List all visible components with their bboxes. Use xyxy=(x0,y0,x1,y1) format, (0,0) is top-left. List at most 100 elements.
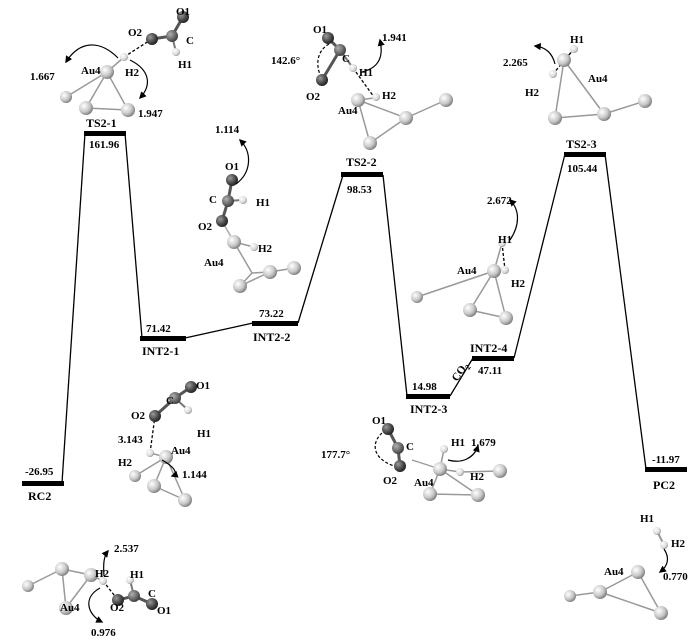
structure-TS2-2: O1 C H1 O2 H2 Au4 142.6° 1.941 xyxy=(271,24,453,150)
distance-label: 3.143 xyxy=(118,434,143,446)
atom-label: Au4 xyxy=(604,566,624,578)
atom-label: Au4 xyxy=(81,65,101,77)
energy-PC2: -11.97 xyxy=(652,454,680,466)
level-bar-TS2-1 xyxy=(84,131,126,136)
arrow-annotation xyxy=(161,459,179,478)
atom-label: O1 xyxy=(176,6,190,18)
arrow-annotation xyxy=(658,548,669,573)
atom-label: H1 xyxy=(498,234,512,246)
angle-label: 142.6° xyxy=(271,55,300,67)
atom-label: O2 xyxy=(306,91,321,103)
arrow-annotation xyxy=(533,42,556,65)
name-PC2: PC2 xyxy=(653,478,675,492)
arrow-annotation xyxy=(129,59,148,100)
atom-label: O1 xyxy=(157,605,171,617)
energy-levels xyxy=(22,131,687,486)
angle-label: 177.7° xyxy=(321,449,350,461)
energy-INT2-4: 47.11 xyxy=(478,365,502,377)
name-TS2-2: TS2-2 xyxy=(346,155,377,169)
atom-label: H2 xyxy=(125,67,140,79)
distance-label: 1.941 xyxy=(382,32,407,44)
atom-label: H2 xyxy=(118,457,133,469)
name-INT2-4: INT2-4 xyxy=(470,341,507,355)
distance-label: 1.114 xyxy=(215,124,240,136)
profile-connectors xyxy=(61,132,647,484)
distance-label: 2.672 xyxy=(487,195,512,207)
energy-TS2-1: 161.96 xyxy=(89,139,120,151)
name-INT2-2: INT2-2 xyxy=(253,330,290,344)
arrow-annotation xyxy=(235,138,250,185)
energy-INT2-3: 14.98 xyxy=(412,381,437,393)
atom-label: Au4 xyxy=(204,257,224,269)
atom-label: Au4 xyxy=(457,265,477,277)
atom-label: H1 xyxy=(640,513,654,525)
atom-label: O1 xyxy=(225,161,239,173)
structure-RC2: H2 H1 C Au4 O2 O1 2.537 0.976 xyxy=(22,543,171,639)
arrow-annotation xyxy=(65,44,119,64)
distance-label: 1.679 xyxy=(471,437,496,449)
distance-label: 0.770 xyxy=(663,571,688,583)
atom-label: O2 xyxy=(110,602,125,614)
energy-RC2: -26.95 xyxy=(25,466,54,478)
energy-INT2-2: 73.22 xyxy=(259,308,284,320)
atom-label: H1 xyxy=(197,428,211,440)
level-bar-INT2-3 xyxy=(406,394,450,399)
atom-label: Au4 xyxy=(338,105,358,117)
distance-label: 1.947 xyxy=(138,108,163,120)
level-bar-TS2-2 xyxy=(341,172,383,177)
atom-label: C xyxy=(342,53,350,65)
atom-label: Au4 xyxy=(171,445,191,457)
structure-INT2-1: O1 C H1 O2 H2 Au4 1.114 xyxy=(198,124,301,293)
name-TS2-3: TS2-3 xyxy=(566,137,597,151)
level-bar-TS2-3 xyxy=(564,152,606,157)
energy-TS2-3: 105.44 xyxy=(567,163,598,175)
level-bar-INT2-1 xyxy=(140,336,186,341)
structure-INT2-3-lower: O1 C O2 Au4 H1 H2 177.7° 1.679 xyxy=(321,415,507,502)
level-labels: -26.95 RC2 TS2-1 161.96 71.42 INT2-1 73.… xyxy=(25,116,680,503)
structure-INT2-4: Au4 H1 H2 2.672 xyxy=(411,195,526,325)
atom-label: Au4 xyxy=(60,602,80,614)
atom-label: H2 xyxy=(95,568,110,580)
atom-label: C xyxy=(406,441,414,453)
level-bar-INT2-2 xyxy=(252,321,298,326)
distance-label: 2.265 xyxy=(503,57,528,69)
energy-INT2-1: 71.42 xyxy=(146,323,171,335)
atom-label: C xyxy=(166,395,174,407)
atom-label: H1 xyxy=(256,197,270,209)
name-INT2-3: INT2-3 xyxy=(410,402,447,416)
arrow-annotation xyxy=(88,587,104,623)
atom-label: O1 xyxy=(313,24,327,36)
atom-label: H1 xyxy=(570,34,584,46)
energy-TS2-2: 98.53 xyxy=(347,184,372,196)
atom-label: O2 xyxy=(128,27,143,39)
atom-label: O2 xyxy=(198,221,213,233)
distance-label: 2.537 xyxy=(114,543,139,555)
level-bar-PC2 xyxy=(645,467,687,472)
atom-label: H2 xyxy=(470,471,485,483)
atom-label: O1 xyxy=(196,380,210,392)
atom-label: H1 xyxy=(359,67,373,79)
arrow-annotation xyxy=(447,444,480,462)
name-RC2: RC2 xyxy=(28,489,51,503)
atom-label: O2 xyxy=(383,475,398,487)
atom-label: Au4 xyxy=(414,477,434,489)
atom-label: O2 xyxy=(131,410,146,422)
atom-label: C xyxy=(148,588,156,600)
atom-label: H2 xyxy=(382,90,397,102)
atom-label: Au4 xyxy=(588,73,608,85)
atom-label: H2 xyxy=(258,243,273,255)
structure-PC2: H1 H2 Au4 0.770 xyxy=(564,513,688,620)
arrow-annotation xyxy=(508,198,519,241)
structure-TS2-1: O2 O1 C H1 Au4 H2 1.667 1.947 xyxy=(30,6,194,120)
name-INT2-1: INT2-1 xyxy=(142,344,179,358)
level-bar-RC2 xyxy=(22,481,64,486)
structure-INT2-2-lower: O1 C O2 H1 3.143 H2 Au4 1.144 xyxy=(118,380,211,507)
name-TS2-1: TS2-1 xyxy=(86,116,117,130)
atom-label: H1 xyxy=(451,437,465,449)
atom-label: H1 xyxy=(130,569,144,581)
atom-label: H2 xyxy=(511,278,526,290)
atom-label: H2 xyxy=(671,538,686,550)
atom-label: H2 xyxy=(525,87,540,99)
atom-label: C xyxy=(209,194,217,206)
